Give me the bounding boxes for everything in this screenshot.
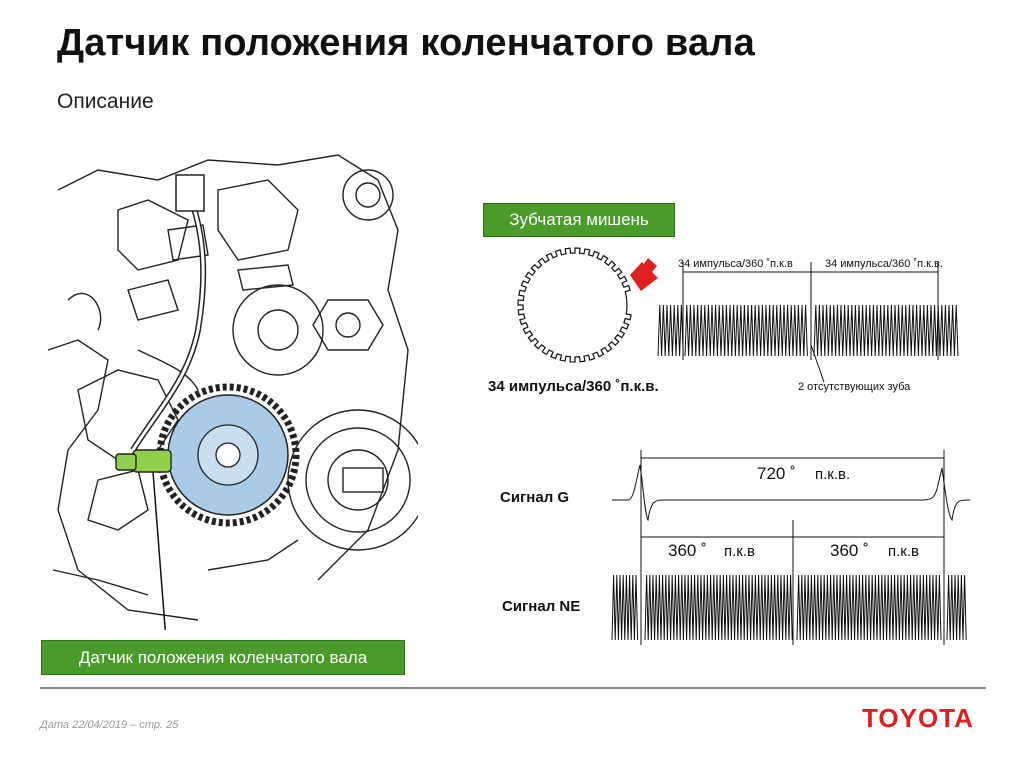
unit-360-a: п.к.в (724, 543, 755, 560)
target-wheel-label: Зубчатая мишень (483, 203, 675, 237)
signal-g-label: Сигнал G (500, 489, 570, 506)
crank-sensor-shape (115, 449, 172, 473)
page-subtitle: Описание (57, 90, 154, 113)
red-arrow (630, 258, 658, 291)
unit-720: п.к.в. (815, 466, 851, 483)
signal-ne-label: Сигнал NE (502, 598, 581, 615)
missing-teeth-label: 2 отсутствующих зуба (798, 381, 911, 393)
footer-date: Дата 22/04/2019 – стр. 25 (40, 719, 179, 731)
footer-divider (40, 687, 986, 689)
sensor-label: Датчик положения коленчатого вала (41, 640, 405, 675)
pulses-left-label: 34 импульса/360 ˚п.к.в (678, 258, 793, 270)
unit-360-b: п.к.в (888, 543, 919, 560)
angle-360-a: 360 ˚ (668, 541, 707, 560)
toyota-logo: TOYOTA (862, 703, 974, 733)
engine-illustration (47, 154, 418, 630)
pulses-right-label: 34 импульса/360 ˚п.к.в. (825, 258, 943, 270)
page-title: Датчик положения коленчатого вала (57, 22, 755, 64)
angle-360-b: 360 ˚ (830, 541, 869, 560)
toothed-ring (517, 247, 632, 363)
angle-720: 720 ˚ (757, 464, 796, 483)
pulses-bold-label: 34 импульса/360 ˚п.к.в. (488, 378, 659, 395)
